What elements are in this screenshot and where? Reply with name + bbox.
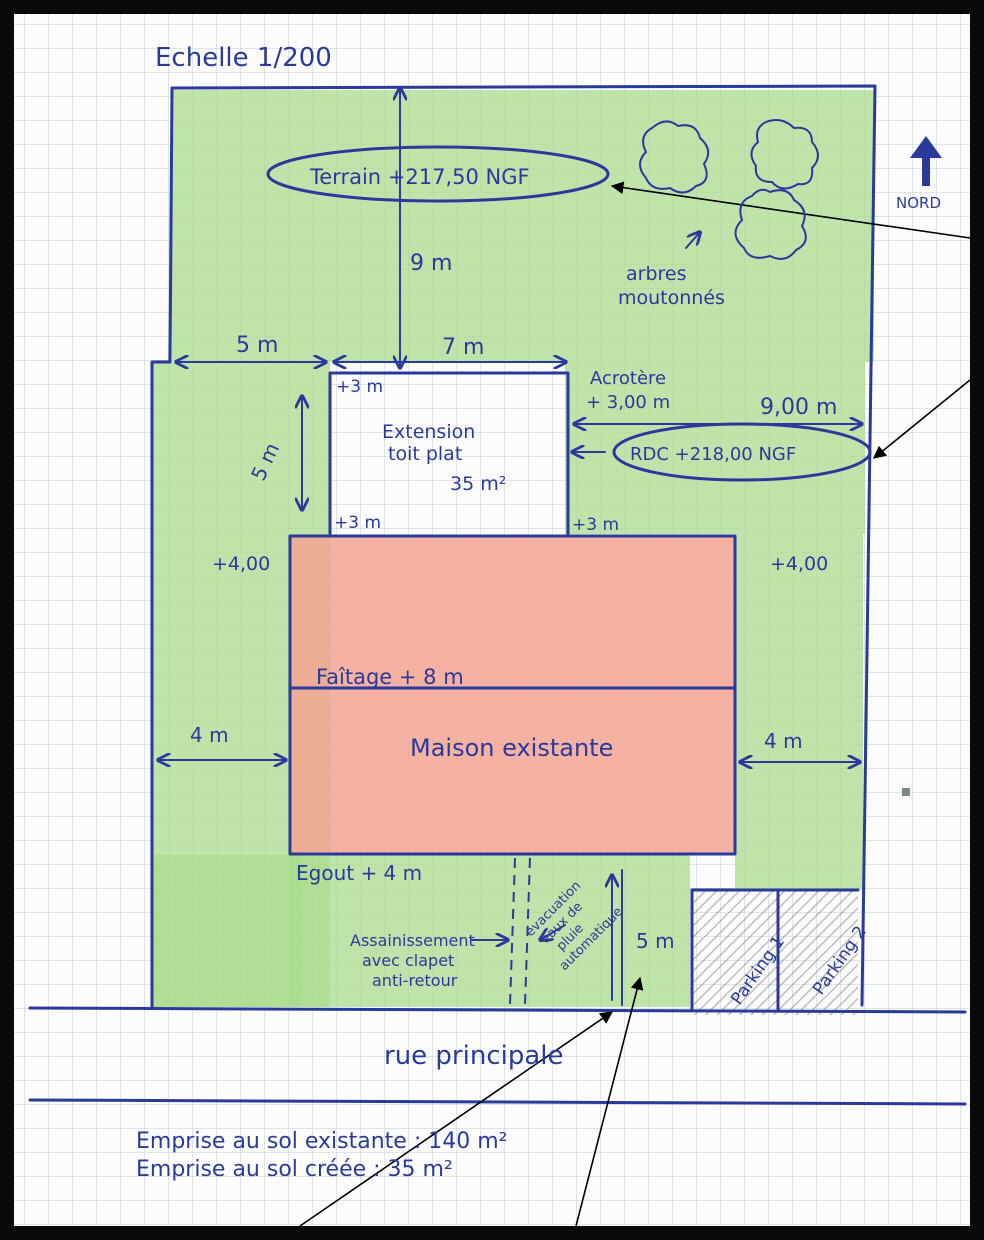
- assainissement-label-1: Assainissement: [350, 931, 475, 950]
- extension-label-2: toit plat: [388, 443, 462, 465]
- scale-label: Echelle 1/200: [155, 43, 332, 73]
- drain-line-right: [524, 857, 531, 1006]
- ext-width-label: 7 m: [442, 335, 484, 360]
- house-fill: [290, 536, 735, 854]
- leader-street: [299, 1011, 614, 1227]
- trees-label-1: arbres: [626, 263, 687, 285]
- drain-line-left: [509, 857, 516, 1006]
- street-far-edge: [28, 1098, 967, 1106]
- leader-gate: [575, 976, 644, 1227]
- egout-label: Egout + 4 m: [296, 861, 422, 885]
- emprise-existante: Emprise au sol existante : 140 m²: [136, 1129, 507, 1154]
- emprise-creee: Emprise au sol créée : 35 m²: [136, 1157, 453, 1182]
- parking-outline: [690, 888, 860, 1012]
- acrotere-label-1: Acrotère: [590, 368, 666, 389]
- leader-rdc: [873, 379, 971, 459]
- assainissement-label-3: anti-retour: [372, 971, 458, 990]
- east-setback-ext-label: 9,00 m: [760, 395, 837, 420]
- terrain-label: Terrain +217,50 NGF: [309, 165, 530, 189]
- street-label: rue principale: [384, 1041, 564, 1071]
- house-label: Maison existante: [410, 734, 613, 762]
- north-label: NORD: [896, 194, 941, 212]
- height-house-nw: +4,00: [212, 553, 270, 575]
- ridge-label: Faîtage + 8 m: [316, 665, 464, 689]
- terrain-ellipse: [266, 145, 610, 203]
- assainissement-label-2: avec clapet: [362, 951, 454, 970]
- rdc-ellipse: [612, 422, 872, 482]
- trees-pointer: [685, 232, 700, 249]
- acrotere-label-2: + 3,00 m: [586, 392, 670, 413]
- height-ext-nw: +3 m: [336, 377, 383, 397]
- trees-label-2: moutonnés: [618, 287, 725, 309]
- rdc-label: RDC +218,00 NGF: [630, 444, 796, 465]
- stray-mark: [902, 788, 910, 796]
- parking-hatch: [692, 890, 858, 1015]
- height-ext-se: +3 m: [572, 515, 619, 535]
- extension-outline: [328, 371, 570, 536]
- west-setback-house-label: 4 m: [190, 723, 229, 747]
- gate-width-label: 5 m: [636, 929, 675, 953]
- height-house-ne: +4,00: [770, 553, 828, 575]
- extension-label-3: 35 m²: [450, 473, 506, 495]
- house-outline: [288, 534, 737, 856]
- west-setback-ext-label: 5 m: [236, 333, 278, 358]
- tree-icon: [639, 119, 819, 260]
- extension-label-1: Extension: [382, 421, 475, 443]
- evacuation-pointer: [540, 924, 566, 940]
- north-setback-label: 9 m: [410, 251, 452, 276]
- east-setback-house-label: 4 m: [764, 729, 803, 753]
- leader-terrain: [610, 181, 971, 239]
- height-ext-sw: +3 m: [334, 513, 381, 533]
- north-arrow-icon: [910, 136, 942, 186]
- street-edge: [28, 1006, 967, 1014]
